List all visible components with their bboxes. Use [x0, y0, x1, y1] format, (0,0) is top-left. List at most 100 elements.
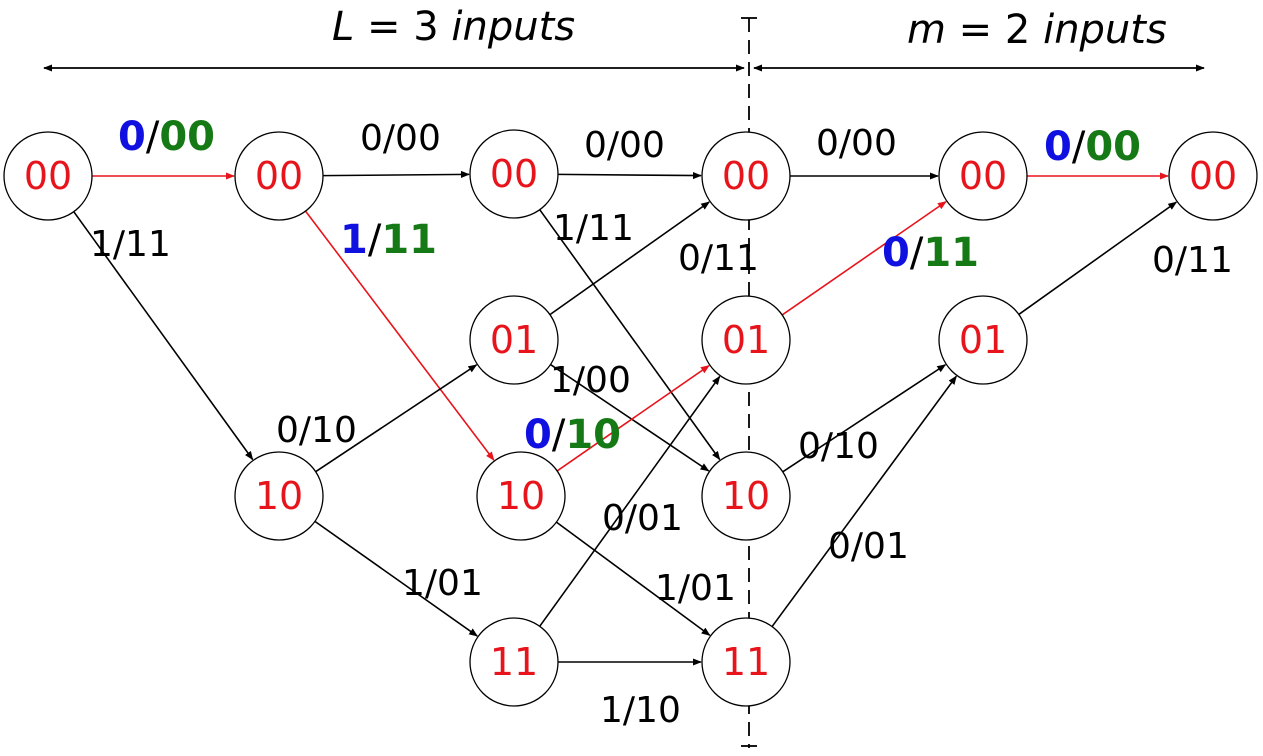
state-label: 00	[24, 154, 72, 198]
svg-text:L = 3 inputs: L = 3 inputs	[332, 4, 575, 50]
edge-label-n2_01-n3_10: 1/00	[550, 360, 631, 401]
edge-input-bit: 1	[340, 217, 368, 263]
state-node-n1_00: 00	[234, 131, 324, 221]
state-node-n2_01: 01	[469, 295, 559, 385]
state-circle	[234, 131, 324, 221]
state-node-n3_11: 11	[701, 617, 791, 707]
edge-label-n2_00-n3_00: 0/00	[584, 125, 665, 166]
edge-label-n2_10-n3_01: 0/10	[524, 412, 621, 458]
edge-input-bit: 0	[882, 230, 910, 276]
state-node-n3_00: 00	[701, 131, 791, 221]
state-label: 10	[255, 474, 303, 518]
edge-n2_00-n3_00	[557, 171, 702, 180]
state-circle	[469, 617, 559, 707]
state-label: 00	[722, 154, 770, 198]
edge-input-bit: 0	[1044, 124, 1072, 170]
state-circle	[938, 131, 1028, 221]
state-circle	[701, 451, 791, 541]
header-right: m = 2 inputs	[907, 7, 1167, 53]
edge-n2_11-n3_01	[539, 375, 721, 627]
edge-label-n2_00-n3_10: 1/11	[553, 208, 634, 249]
edge-label-n2_10-n3_11: 1/01	[655, 568, 736, 609]
edge-labels-layer: 0/001/110/001/110/101/010/001/110/111/00…	[90, 114, 1233, 731]
edge-label-n0_00-n1_10: 1/11	[90, 224, 171, 265]
edge-label-n2_01-n3_00: 0/11	[678, 238, 759, 279]
state-circle	[234, 451, 324, 541]
state-label: 00	[490, 152, 538, 196]
edge-label-n1_00-n2_00: 0/00	[360, 118, 441, 159]
state-node-n2_00: 00	[469, 129, 559, 219]
state-node-n5_00: 00	[1168, 131, 1258, 221]
state-circle	[938, 295, 1028, 385]
state-label: 00	[1189, 154, 1237, 198]
edge-n1_10-n2_01	[315, 364, 478, 473]
edge-label-n3_00-n4_00: 0/00	[816, 123, 897, 164]
state-circle	[3, 131, 93, 221]
edge-label-n4_00-n5_00: 0/00	[1044, 124, 1141, 170]
edge-n0_00-n1_10	[73, 211, 254, 461]
state-circle	[701, 131, 791, 221]
edge-input-bit: 0	[524, 412, 552, 458]
state-node-n3_01: 01	[701, 295, 791, 385]
edge-separator: /	[910, 230, 924, 276]
edge-label-n2_11-n3_11: 1/10	[600, 690, 681, 731]
state-circle	[701, 617, 791, 707]
edge-label-n2_11-n3_01: 0/01	[602, 498, 683, 539]
state-circle	[469, 129, 559, 219]
edge-output-bits: 00	[1085, 124, 1141, 170]
edge-n2_01-n3_10	[550, 363, 710, 472]
state-node-n0_00: 00	[3, 131, 93, 221]
edge-separator: /	[146, 114, 160, 160]
svg-text:m = 2 inputs: m = 2 inputs	[907, 7, 1167, 53]
state-label: 00	[959, 154, 1007, 198]
state-circle	[476, 451, 566, 541]
state-label: 01	[490, 318, 538, 362]
state-label: 01	[722, 318, 770, 362]
edge-label-n1_10-n2_11: 1/01	[402, 563, 483, 604]
edge-n2_10-n3_11	[555, 521, 711, 636]
edge-label-n1_00-n2_10: 1/11	[340, 217, 437, 263]
edge-output-bits: 11	[381, 217, 437, 263]
edge-n2_10-n3_01	[556, 364, 710, 472]
state-label: 11	[490, 640, 538, 684]
header-left-word: inputs	[451, 4, 575, 50]
edge-n1_00-n2_10	[304, 210, 495, 461]
state-circle	[701, 295, 791, 385]
state-node-n4_01: 01	[938, 295, 1028, 385]
state-label: 00	[255, 154, 303, 198]
edge-n3_01-n4_00	[781, 200, 947, 316]
edge-n3_10-n4_01	[782, 364, 947, 473]
edge-separator: /	[368, 217, 382, 263]
state-label: 10	[497, 474, 545, 518]
edge-n1_10-n2_11	[314, 520, 478, 637]
header-left: L = 3 inputs	[332, 4, 575, 50]
edge-label-n3_11-n4_01: 0/01	[828, 526, 909, 567]
edge-n2_01-n3_00	[549, 201, 710, 316]
edge-n1_00-n2_00	[322, 170, 470, 179]
state-label: 10	[722, 474, 770, 518]
header-right-var: m	[907, 7, 946, 53]
edge-n3_11-n4_01	[771, 375, 957, 628]
state-label: 11	[722, 640, 770, 684]
edge-input-bit: 0	[118, 114, 146, 160]
edges-layer	[73, 170, 1178, 666]
state-node-n3_10: 10	[701, 451, 791, 541]
state-node-n4_00: 00	[938, 131, 1028, 221]
edge-label-n0_00-n1_00: 0/00	[118, 114, 215, 160]
state-node-n2_10: 10	[476, 451, 566, 541]
state-node-n2_11: 11	[469, 617, 559, 707]
edge-label-n1_10-n2_01: 0/10	[276, 410, 357, 451]
edge-n4_01-n5_00	[1018, 201, 1178, 316]
state-circle	[469, 295, 559, 385]
edge-output-bits: 11	[923, 230, 979, 276]
edge-label-n4_01-n5_00: 0/11	[1152, 240, 1233, 281]
edge-output-bits: 10	[565, 412, 621, 458]
state-label: 01	[959, 318, 1007, 362]
edge-separator: /	[1072, 124, 1086, 170]
state-circle	[1168, 131, 1258, 221]
edge-label-n3_10-n4_01: 0/10	[798, 426, 879, 467]
state-node-n1_10: 10	[234, 451, 324, 541]
header-left-eq: = 3	[354, 4, 451, 50]
